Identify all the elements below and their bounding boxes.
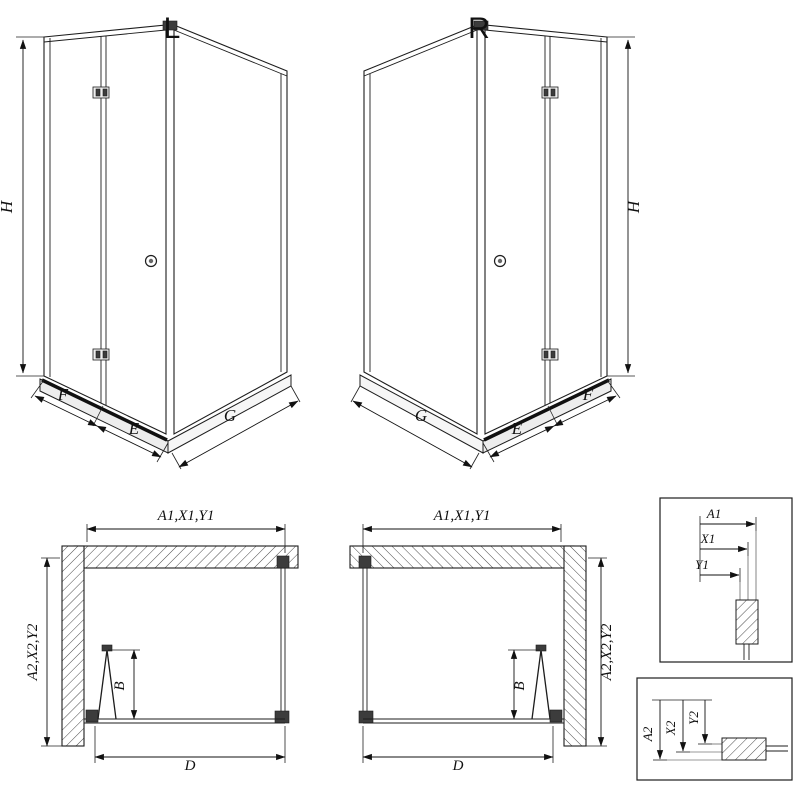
- dim-label-door-left: E: [128, 419, 140, 438]
- detail-label-a2: A2: [640, 726, 655, 742]
- detail-label-y2: Y2: [686, 711, 701, 725]
- dim-label-depth-left: A2,X2,Y2: [25, 623, 41, 681]
- detail-label-a1: A1: [706, 506, 721, 521]
- dim-label-width-left: A1,X1,Y1: [157, 508, 215, 524]
- dim-label-depth-right: A2,X2,Y2: [599, 623, 615, 681]
- dim-label-height-left: H: [0, 199, 16, 214]
- dim-label-side-right: G: [415, 406, 427, 425]
- dim-label-side-left: G: [224, 406, 236, 425]
- dim-label-fixed-right: F: [582, 385, 594, 404]
- detail-label-x1: X1: [700, 531, 715, 546]
- detail-label-x2: X2: [663, 720, 678, 736]
- iso-view-left: L H F E G: [0, 12, 300, 469]
- dim-label-opening-left: D: [184, 758, 196, 774]
- plan-geometry-right: [350, 524, 607, 763]
- detail-box-horizontal-dims: A1 X1 Y1: [659, 497, 793, 663]
- dim-label-height-right: H: [624, 199, 643, 214]
- dim-label-width-right: A1,X1,Y1: [433, 508, 491, 524]
- detail-box-vertical-dims: A2 X2 Y2: [636, 677, 793, 781]
- dim-label-door-right: E: [511, 419, 523, 438]
- dim-label-fixed-left: F: [57, 385, 69, 404]
- dim-label-opening-right: D: [452, 758, 464, 774]
- dim-label-door-projection-right: B: [512, 681, 528, 690]
- detail-label-y1: Y1: [695, 557, 709, 572]
- dim-label-door-projection-left: B: [112, 681, 128, 690]
- variant-label-left: L: [164, 12, 181, 45]
- plan-view-left: A1,X1,Y1 A2,X2,Y2 B D: [25, 508, 298, 774]
- plan-view-right: A1,X1,Y1 A2,X2,Y2 B D: [350, 508, 615, 774]
- plan-geometry-left: [41, 524, 298, 763]
- iso-view-right: R H F E G: [351, 12, 643, 469]
- variant-label-right: R: [468, 12, 490, 45]
